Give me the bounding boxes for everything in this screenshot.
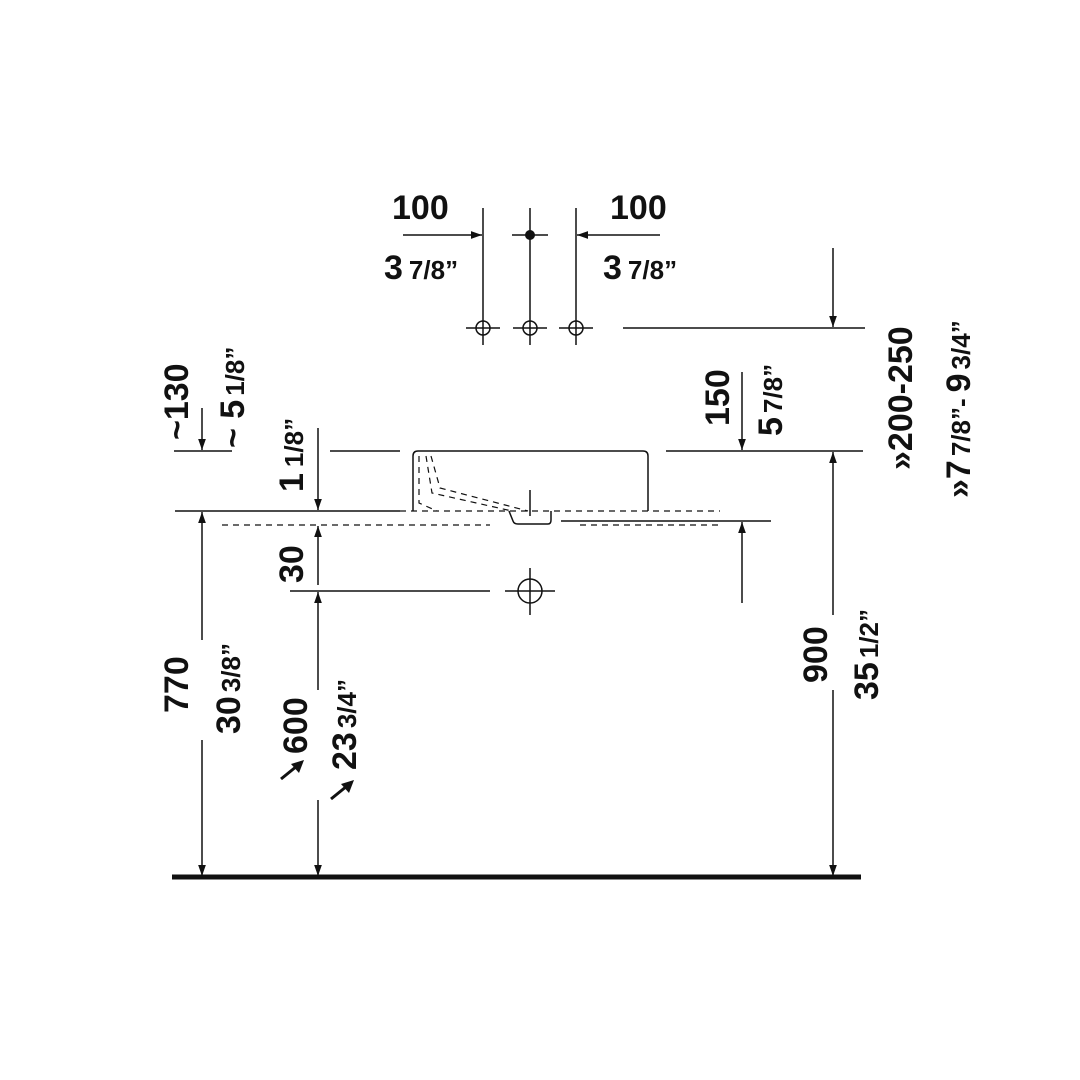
total-height-mm: 900 xyxy=(797,626,835,683)
basin-depth-mm: ~130 xyxy=(158,363,196,440)
drain-height-mm: 600 xyxy=(277,697,315,754)
counter-height-mm: 770 xyxy=(158,656,196,713)
tap-height-inch: »77/8”-93/4” xyxy=(940,320,978,498)
tap-left-mm: 100 xyxy=(392,189,449,227)
counter-thickness-mm: 30 xyxy=(273,545,311,583)
total-height-inch: 351/2” xyxy=(848,609,886,700)
tap-height-mm: »200-250 xyxy=(882,326,920,470)
basin-depth-inch: ~ 51/8” xyxy=(214,347,252,448)
tap-right-mm: 100 xyxy=(610,189,667,227)
counter-height-inch: 303/8” xyxy=(210,643,248,734)
basin-height-inch: 57/8” xyxy=(752,364,790,436)
basin-height-mm: 150 xyxy=(699,369,737,426)
counter-thickness-inch: 11/8” xyxy=(273,418,311,492)
approx-marker-icon xyxy=(280,760,354,801)
basin-section xyxy=(412,450,649,525)
drain-height-inch: 233/4” xyxy=(326,679,364,770)
drain-symbol xyxy=(290,568,555,615)
tap-holes xyxy=(466,208,865,345)
